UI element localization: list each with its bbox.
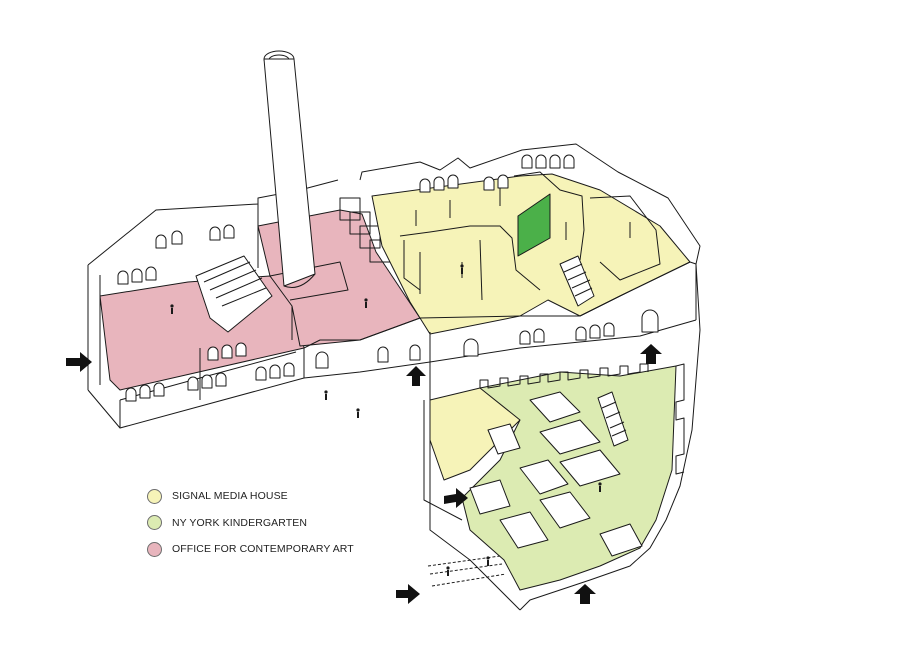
people-figures xyxy=(170,264,602,576)
legend-item-signal-media-house: SIGNAL MEDIA HOUSE xyxy=(147,487,354,505)
entrance-arrow-south-east xyxy=(574,584,596,604)
swatch-signal-media-house xyxy=(147,488,162,504)
entrance-arrows xyxy=(66,344,662,604)
entrance-arrow-north-centre xyxy=(406,366,426,386)
arched-windows xyxy=(117,154,659,402)
green-feature-wall xyxy=(517,193,551,257)
entrance-arrow-west xyxy=(66,352,92,372)
chimney xyxy=(263,50,316,288)
entrance-arrow-east xyxy=(640,344,662,364)
entrance-arrow-south-west xyxy=(444,488,468,508)
legend-label: SIGNAL MEDIA HOUSE xyxy=(172,490,288,502)
swatch-kindergarten xyxy=(147,515,162,530)
legend: SIGNAL MEDIA HOUSE NY YORK KINDERGARTEN … xyxy=(147,487,354,567)
legend-item-kindergarten: NY YORK KINDERGARTEN xyxy=(147,514,354,532)
staircase xyxy=(195,255,273,333)
west-wing-office-for-contemporary-art xyxy=(87,179,421,429)
legend-label: NY YORK KINDERGARTEN xyxy=(172,516,308,529)
swatch-contemporary-art xyxy=(147,541,162,557)
media-house-stair xyxy=(559,255,595,307)
legend-label: OFFICE FOR CONTEMPORARY ART xyxy=(172,543,354,555)
south-block-kindergarten xyxy=(423,332,685,611)
legend-item-contemporary-art: OFFICE FOR CONTEMPORARY ART xyxy=(147,540,354,558)
entrance-arrow-south xyxy=(396,584,420,604)
north-block-signal-media-house xyxy=(359,143,701,335)
